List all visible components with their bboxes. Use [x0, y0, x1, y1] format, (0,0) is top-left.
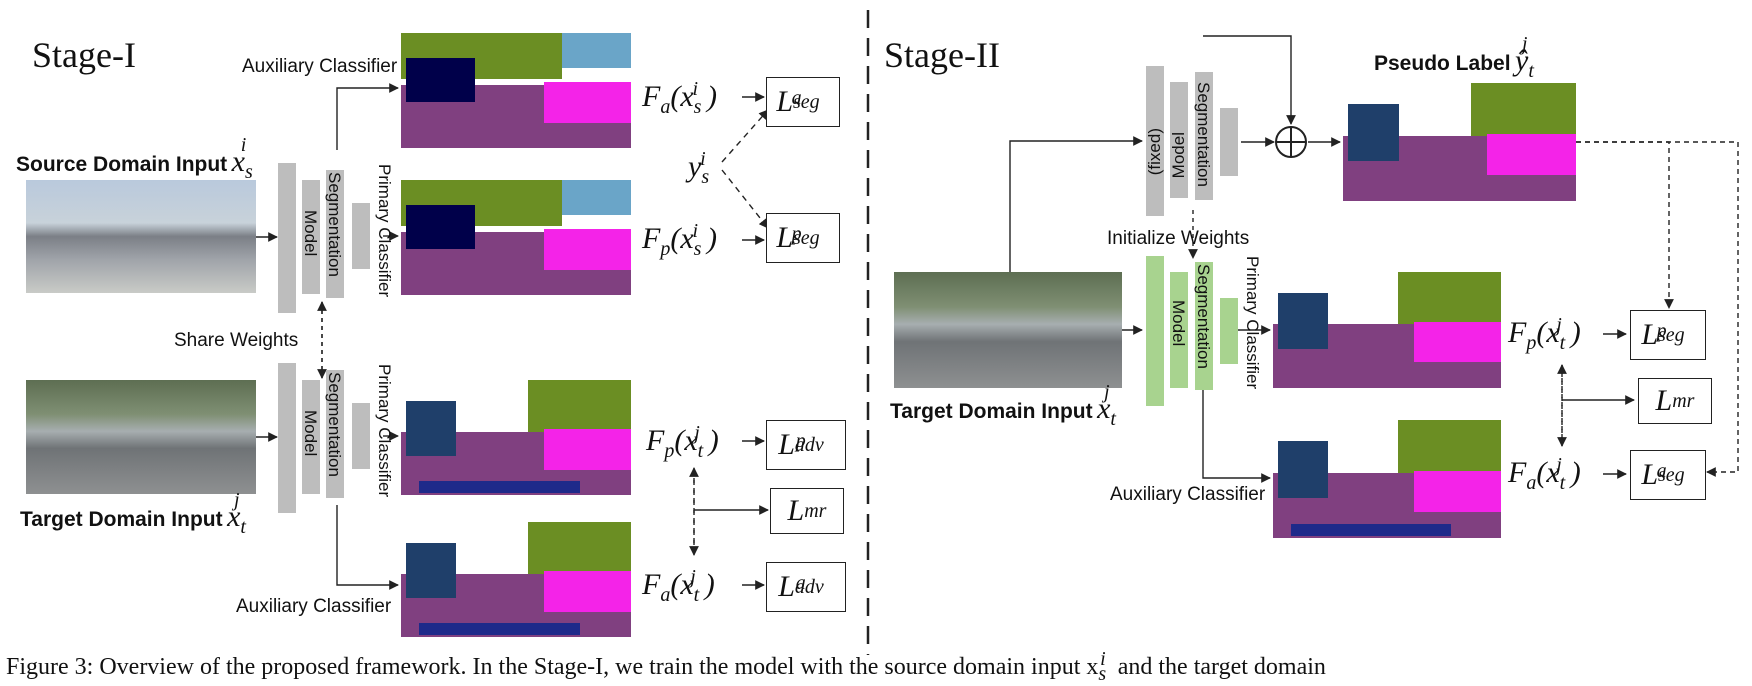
- stage2-segmentation-block: [1195, 262, 1213, 390]
- pseudo-label-map: [1343, 83, 1576, 201]
- stage2-fixed-model-block: [1170, 82, 1188, 198]
- seg-map-stage1-primary-source: [401, 180, 631, 295]
- output-fa-xs: Fa(xsi): [642, 78, 717, 118]
- target-domain-input-label-stage1: Target Domain Input xtj: [20, 488, 246, 538]
- stage2-segmentation-label: Segmentation: [1194, 264, 1213, 369]
- stage2-fixed-classifier-block: [1220, 108, 1238, 176]
- sum-operator-icon: [1275, 126, 1307, 158]
- aux-classifier-label-stage2: Auxiliary Classifier: [1110, 484, 1266, 505]
- output-fp-xs: Fp(xsi): [642, 220, 717, 260]
- stage1-model-block-outer-target: [278, 363, 296, 513]
- seg-map-stage1-aux-target: [401, 522, 631, 637]
- stage1-primary-classifier-label: Primary Classifier: [375, 164, 394, 298]
- aux-classifier-label-top: Auxiliary Classifier: [242, 56, 398, 77]
- stage2-primary-classifier-label: Primary Classifier: [1243, 256, 1262, 390]
- stage1-segmentation-block-target: [326, 370, 344, 498]
- stage1-model-label-target: Model: [301, 410, 320, 457]
- target-domain-input-label-stage2: Target Domain Input xtj: [890, 380, 1116, 430]
- output-fa-xt-stage1: Fa(xtj): [642, 566, 715, 606]
- stage1-model-block: [302, 180, 320, 294]
- output-fa-xt-stage2: Fa(xtj): [1508, 454, 1581, 494]
- share-weights-label: Share Weights: [174, 330, 299, 351]
- figure-caption: Figure 3: Overview of the proposed frame…: [6, 648, 1326, 685]
- output-fp-xt-stage2: Fp(xtj): [1508, 314, 1581, 354]
- stage1-title: Stage-I: [32, 35, 136, 75]
- stage1-primary-classifier-block-target: [352, 403, 370, 469]
- source-domain-input-label: Source Domain Input xsi: [16, 133, 253, 183]
- stage1-primary-classifier-block: [352, 203, 370, 269]
- stage1-model-block-target: [302, 380, 320, 494]
- target-domain-image-stage1: [26, 380, 256, 494]
- target-domain-image-stage2: [894, 272, 1122, 388]
- seg-map-stage2-primary: [1273, 272, 1501, 388]
- stage2-model-label: Model: [1169, 300, 1188, 347]
- stage1-model-label: Model: [301, 210, 320, 257]
- stage2-model-block-outer: [1146, 256, 1164, 406]
- stage2-model-block: [1170, 272, 1188, 388]
- stage2-primary-classifier-block: [1220, 298, 1238, 364]
- aux-classifier-label-bottom: Auxiliary Classifier: [236, 596, 392, 617]
- source-domain-image: [26, 180, 256, 293]
- seg-map-stage1-primary-target: [401, 380, 631, 495]
- stage2-title: Stage-II: [884, 35, 1000, 75]
- stage1-segmentation-label-target: Segmentation: [325, 372, 344, 477]
- stage1-model-block-outer: [278, 163, 296, 313]
- stage2-fixed-segmentation-label: Segmentation: [1194, 82, 1213, 187]
- output-fp-xt-stage1: Fp(xtj): [646, 422, 719, 462]
- stage1-primary-classifier-label-target: Primary Classifier: [375, 364, 394, 498]
- label-yi: ysi: [688, 148, 710, 188]
- seg-map-stage1-aux-source: [401, 33, 631, 148]
- stage1-segmentation-label: Segmentation: [325, 172, 344, 277]
- stage1-segmentation-block: [326, 170, 344, 298]
- seg-map-stage2-aux: [1273, 420, 1501, 538]
- pseudo-label-title: Pseudo Label ŷtj: [1374, 32, 1534, 82]
- stage2-fixed-model-label: Model: [1169, 132, 1188, 179]
- initialize-weights-label: Initialize Weights: [1107, 228, 1250, 249]
- stage2-fixed-label: (fixed): [1145, 128, 1164, 176]
- stage2-fixed-segmentation-block: [1195, 72, 1213, 200]
- stage2-fixed-block-outer: [1146, 66, 1164, 216]
